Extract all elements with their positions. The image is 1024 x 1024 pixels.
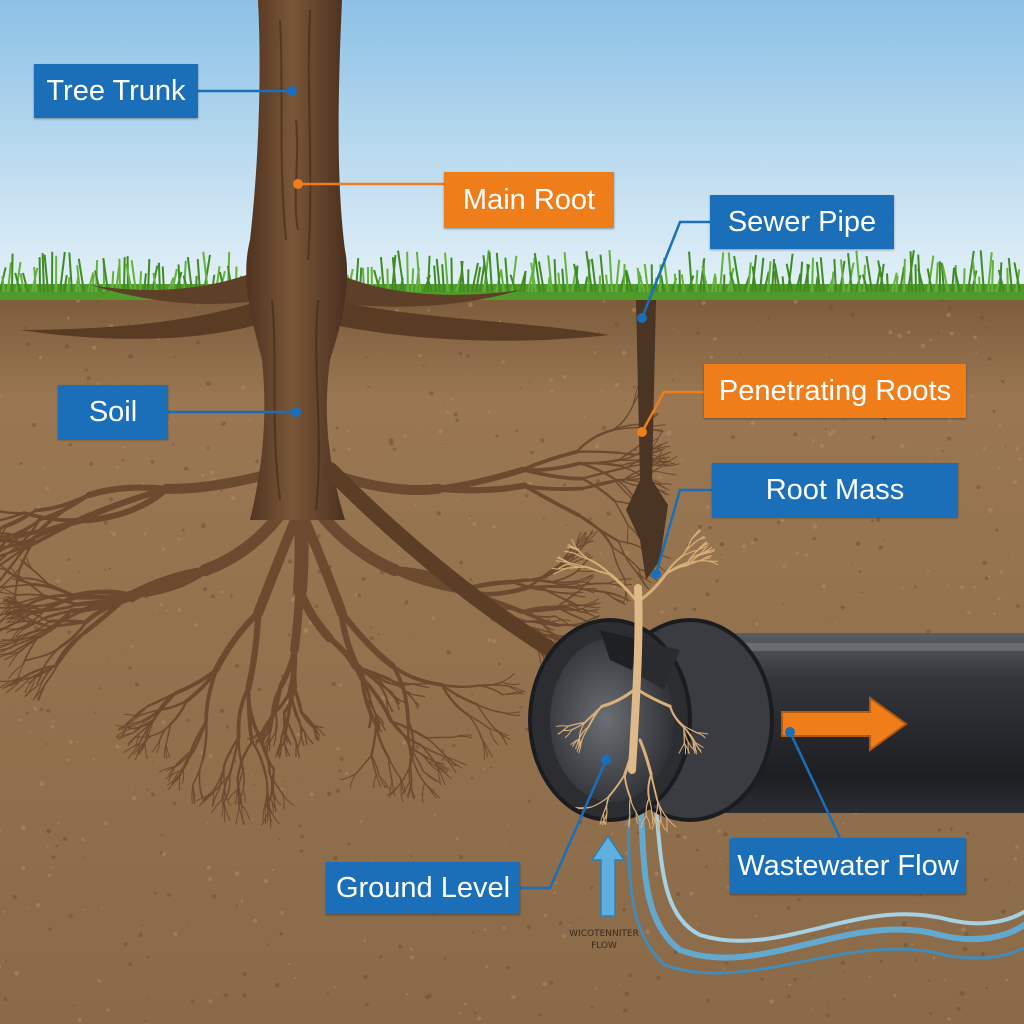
root-mass-shape — [551, 529, 719, 833]
leader-lines-orange — [298, 182, 704, 433]
water-stream — [626, 797, 1024, 975]
tree-trunk-shape — [246, 0, 348, 520]
small-note-line-2: FLOW — [591, 941, 617, 951]
surface-root-left — [90, 270, 262, 305]
sky — [0, 0, 1024, 300]
label-tree-trunk: Tree Trunk — [34, 64, 198, 118]
soil-crack — [626, 300, 668, 580]
label-soil: Soil — [58, 385, 168, 439]
bark-texture — [271, 9, 320, 511]
flow-arrow — [781, 696, 908, 752]
label-ground-level: Ground Level — [326, 862, 520, 914]
label-wastewater-flow: Wastewater Flow — [730, 838, 966, 894]
surface-root-right-low — [332, 300, 610, 341]
label-main-root: Main Root — [444, 172, 614, 228]
leader-dots — [287, 86, 795, 765]
pipe-inner — [550, 638, 674, 802]
surface-root-left-low — [20, 300, 266, 339]
leader-lines — [168, 89, 842, 890]
small-flow-note: WICOTENNITER FLOW — [548, 928, 660, 952]
small-note-line-1: WICOTENNITER — [569, 929, 639, 939]
label-sewer-pipe: Sewer Pipe — [710, 195, 894, 249]
label-penetrating-roots: Penetrating Roots — [704, 364, 966, 418]
upward-arrow — [590, 834, 626, 917]
label-root-mass: Root Mass — [712, 463, 958, 517]
penetrating-root-shape — [628, 584, 643, 774]
surface-root-right — [330, 270, 520, 307]
